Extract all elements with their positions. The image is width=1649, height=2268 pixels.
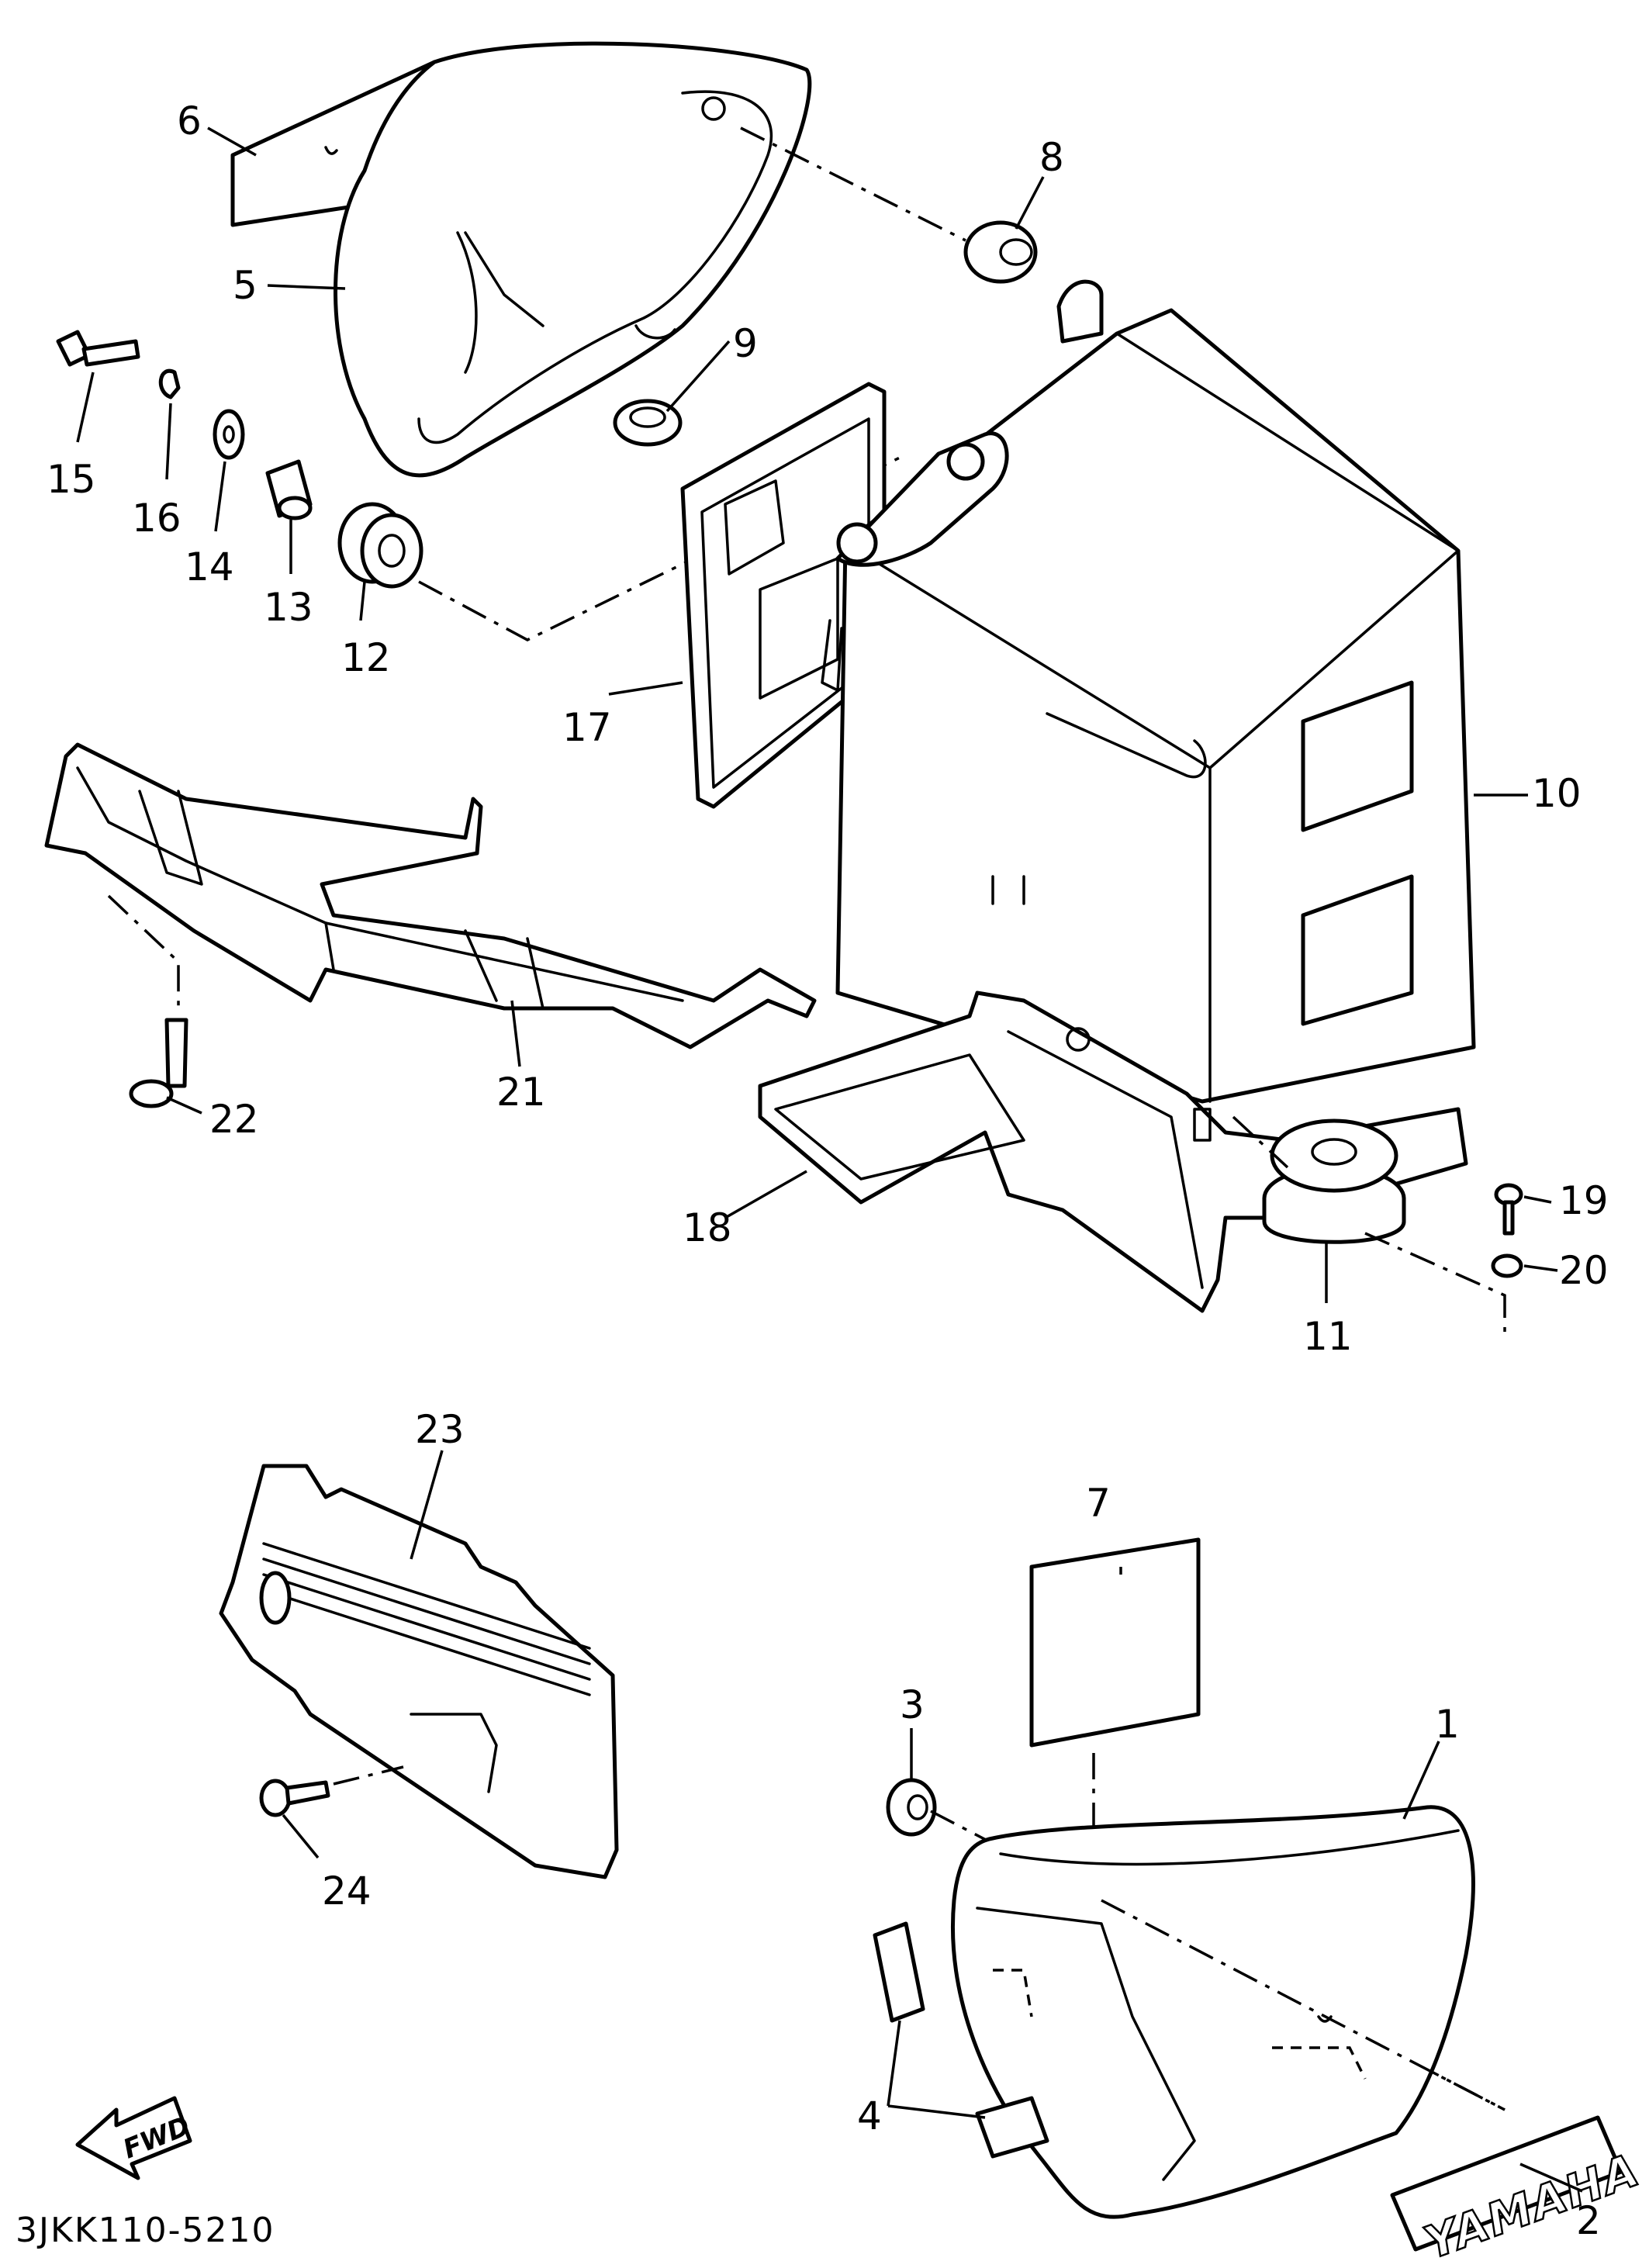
part-4-damper (873, 1921, 1049, 2159)
callout-23: 23 (415, 1407, 465, 1452)
callout-21: 21 (496, 1070, 546, 1115)
callout-4: 4 (857, 2093, 882, 2138)
drawing-code: 3JKK110-5210 (16, 2211, 275, 2250)
callout-labels: 1 2 3 4 5 6 7 8 9 10 11 12 13 14 15 16 1… (47, 99, 1609, 2243)
callout-24: 24 (322, 1869, 372, 1914)
callout-1: 1 (1435, 1702, 1460, 1747)
part-19-screw (1494, 1183, 1523, 1236)
callout-5: 5 (233, 263, 258, 308)
callout-14: 14 (185, 545, 234, 589)
part-2-brand-decal: YAMAHA (1390, 2115, 1647, 2268)
callout-22: 22 (209, 1097, 259, 1142)
leader-lines (76, 126, 1583, 2193)
callout-13: 13 (264, 585, 313, 630)
part-9-grommet (613, 399, 683, 447)
callout-20: 20 (1559, 1248, 1609, 1293)
part-24-screw (259, 1779, 330, 1817)
part-11-grommet (1262, 1118, 1406, 1244)
part-14-washer (213, 409, 245, 460)
callout-19: 19 (1559, 1178, 1609, 1223)
part-22-bolt (129, 1018, 188, 1108)
callout-6: 6 (177, 99, 202, 143)
part-15-bolt (56, 330, 140, 367)
callout-18: 18 (683, 1205, 732, 1250)
callout-3: 3 (900, 1682, 925, 1727)
part-13-collar (265, 459, 313, 520)
callout-11: 11 (1303, 1314, 1353, 1359)
part-5-cover (334, 41, 812, 478)
part-23-side-cover (219, 1464, 619, 1879)
part-21-bracket (44, 742, 817, 1049)
callout-7: 7 (1086, 1481, 1111, 1526)
callout-9: 9 (733, 321, 758, 366)
callout-17: 17 (562, 705, 612, 750)
part-17-bracket (680, 382, 887, 809)
callout-12: 12 (341, 635, 391, 680)
callout-8: 8 (1039, 135, 1064, 180)
part-12-grommet (337, 502, 423, 589)
part-1-side-cover (950, 1805, 1475, 2219)
part-20-washer (1491, 1253, 1523, 1278)
part-3-grommet (886, 1778, 937, 1837)
part-16-washer (158, 368, 181, 399)
part-10-battery-box (821, 279, 1476, 1104)
callout-2: 2 (1576, 2198, 1601, 2243)
callout-16: 16 (132, 496, 181, 541)
callout-15: 15 (47, 457, 96, 502)
fwd-direction-arrow: FWD (75, 2096, 195, 2180)
part-8-grommet (963, 220, 1038, 284)
callout-10: 10 (1532, 771, 1582, 816)
part-7-decal (1029, 1537, 1201, 1748)
